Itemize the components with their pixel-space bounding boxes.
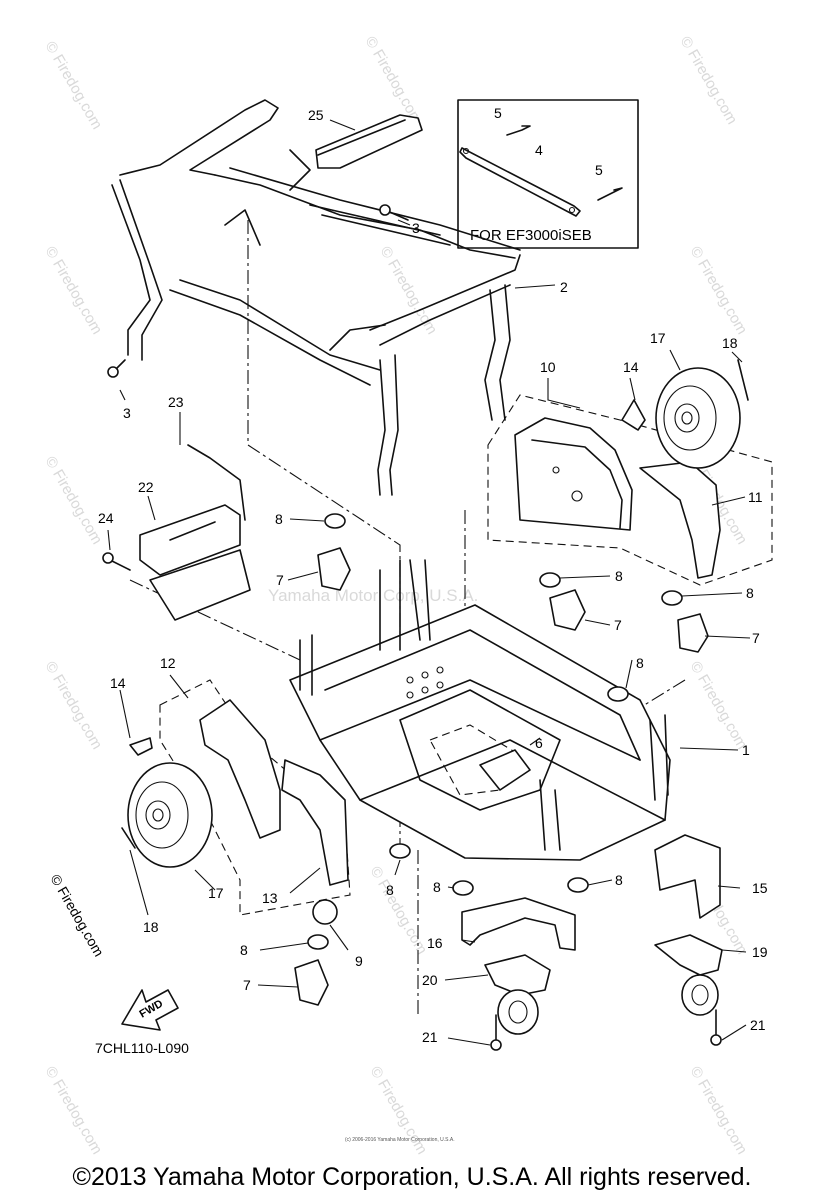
callout-18: 18	[722, 335, 738, 351]
watermark-text: © Firedog.com	[687, 244, 751, 338]
callout-16: 16	[427, 935, 443, 951]
side-credit: © Firedog.com	[47, 872, 107, 960]
part-14-clip-left	[129, 737, 153, 756]
watermark-text: © Firedog.com	[42, 454, 106, 548]
watermark-layer: © Firedog.com © Firedog.com © Firedog.co…	[42, 34, 751, 1158]
watermark-text: © Firedog.com	[362, 34, 426, 128]
callout-13: 13	[262, 890, 278, 906]
callout-5: 5	[494, 105, 502, 121]
callout-1: 1	[742, 742, 750, 758]
callout-12: 12	[160, 655, 176, 671]
callout-6: 6	[535, 735, 543, 751]
part-9-plug	[312, 899, 338, 925]
callout-21: 21	[422, 1029, 438, 1045]
part-18-pin-right	[737, 359, 749, 401]
callout-8: 8	[615, 568, 623, 584]
callout-8: 8	[386, 882, 394, 898]
wheel-17-left	[127, 762, 213, 868]
callout-14: 14	[623, 359, 639, 375]
callout-23: 23	[168, 394, 184, 410]
part-14-clip-right	[621, 399, 646, 431]
callout-8: 8	[746, 585, 754, 601]
watermark-text: © Firedog.com	[42, 659, 106, 753]
callout-8: 8	[636, 655, 644, 671]
callout-17: 17	[208, 885, 224, 901]
part-23-strap	[187, 444, 246, 521]
leader-lines	[107, 119, 751, 1046]
callout-15: 15	[752, 880, 768, 896]
tiny-credit: (c) 2006-2016 Yamaha Motor Corporation, …	[345, 1137, 455, 1143]
callout-19: 19	[752, 944, 768, 960]
watermark-text: © Firedog.com	[687, 659, 751, 753]
bolt-group	[102, 204, 722, 1051]
part-16-bracket	[461, 897, 576, 951]
callout-24: 24	[98, 510, 114, 526]
part-13-pad	[281, 759, 349, 886]
fwd-arrow: FWD	[121, 989, 179, 1031]
callout-7: 7	[752, 630, 760, 646]
nut-8-group	[307, 513, 683, 950]
watermark-center-text: Yamaha Motor Corp, U.S.A.	[268, 586, 478, 605]
callout-7: 7	[276, 572, 284, 588]
callout-11: 11	[748, 489, 763, 505]
inset-box: FOR EF3000iSEB	[457, 99, 639, 249]
callout-21: 21	[750, 1017, 766, 1033]
watermark-text: © Firedog.com	[687, 1064, 751, 1158]
callout-3: 3	[123, 405, 131, 421]
callout-8: 8	[240, 942, 248, 958]
wheel-17-right	[655, 367, 741, 469]
callout-8: 8	[615, 872, 623, 888]
inset-label: FOR EF3000iSEB	[470, 227, 592, 244]
callout-22: 22	[138, 479, 154, 495]
callout-4: 4	[535, 142, 543, 158]
callout-18: 18	[143, 919, 159, 935]
callout-14: 14	[110, 675, 126, 691]
part-25-cover	[315, 114, 423, 169]
callout-5: 5	[595, 162, 603, 178]
callouts: 25 5 4 5 3 2 3 10 14 17 18 23 22 24 8 7 …	[98, 105, 768, 1045]
callout-3: 3	[412, 220, 420, 236]
callout-8: 8	[275, 511, 283, 527]
callout-25: 25	[308, 107, 324, 123]
part-18-pin-left	[121, 827, 136, 849]
diagram-code: 7CHL110-L090	[95, 1040, 189, 1056]
callout-17: 17	[650, 330, 666, 346]
part-22-bracket	[139, 504, 251, 621]
part-15-bracket	[654, 834, 721, 919]
part-12-bracket	[199, 699, 281, 839]
callout-7: 7	[614, 617, 622, 633]
watermark-text: © Firedog.com	[367, 1064, 431, 1158]
watermark-text: © Firedog.com	[42, 1064, 106, 1158]
callout-2: 2	[560, 279, 568, 295]
part-11-pad	[639, 461, 721, 579]
handle-frame	[111, 99, 521, 496]
watermark-text: © Firedog.com	[42, 39, 106, 133]
part-10-bracket	[514, 417, 633, 531]
mount-7-group	[294, 547, 709, 1006]
callout-20: 20	[422, 972, 438, 988]
watermark-text: © Firedog.com	[42, 244, 106, 338]
caster-19	[654, 934, 723, 1016]
base-frame	[289, 559, 671, 861]
callout-7: 7	[243, 977, 251, 993]
watermark-text: © Firedog.com	[367, 864, 431, 958]
callout-10: 10	[540, 359, 556, 375]
callout-8: 8	[433, 879, 441, 895]
copyright-text: ©2013 Yamaha Motor Corporation, U.S.A. A…	[72, 1163, 752, 1191]
part-10-11-outline	[487, 394, 773, 586]
callout-9: 9	[355, 953, 363, 969]
watermark-text: © Firedog.com	[677, 34, 741, 128]
caster-20	[484, 954, 551, 1035]
